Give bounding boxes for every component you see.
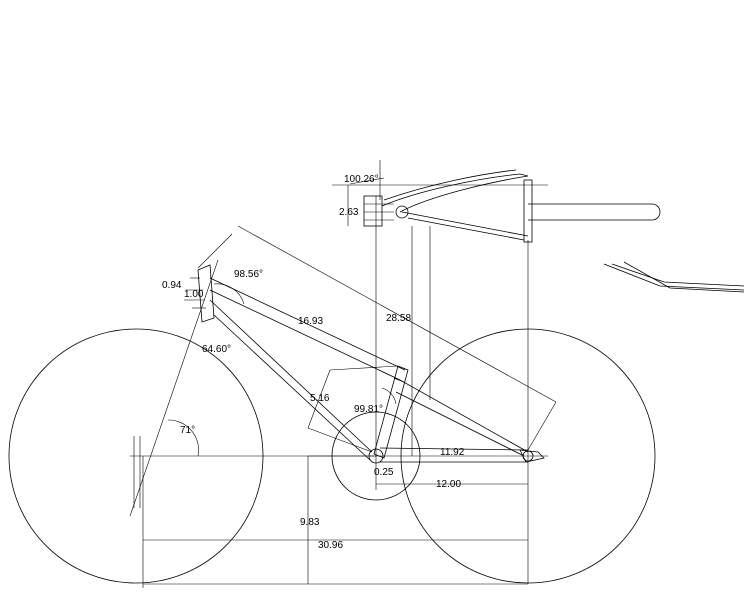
dim-top-length: 28.58 <box>386 313 411 324</box>
dim-head-tube-angle: 98.56° <box>234 269 263 280</box>
steering-axis <box>129 259 219 517</box>
dim-rear-center: 12.00 <box>436 479 461 490</box>
frame <box>184 264 545 463</box>
dim-bb-height: 9.83 <box>300 517 320 528</box>
dim-head-angle-top: 100.26° <box>344 174 379 185</box>
aerobar-extension <box>603 263 745 291</box>
dim-wheelbase: 30.96 <box>318 540 343 551</box>
dim-chainstay: 11.92 <box>440 447 465 458</box>
top-tube <box>209 277 406 371</box>
dim-094: 0.94 <box>162 280 182 291</box>
cockpit <box>332 160 661 243</box>
dim-fork-angle: 64.60° <box>202 344 231 355</box>
dim-fork-rake-angle: 71° <box>180 425 195 436</box>
dim-seat-angle: 99.81° <box>354 404 383 415</box>
head-tube <box>197 264 215 323</box>
seat-tube <box>373 365 409 459</box>
dim-top-tube: 16.93 <box>298 316 323 327</box>
seat-stay <box>399 379 529 453</box>
dim-100: 1.00 <box>184 289 204 300</box>
down-tube <box>209 299 373 453</box>
dim-seat-tube: 5.16 <box>310 393 330 404</box>
dim-stem-height: 2.63 <box>339 207 359 218</box>
chainstay <box>379 447 529 451</box>
dim-bb-drop: 0.25 <box>374 467 394 478</box>
